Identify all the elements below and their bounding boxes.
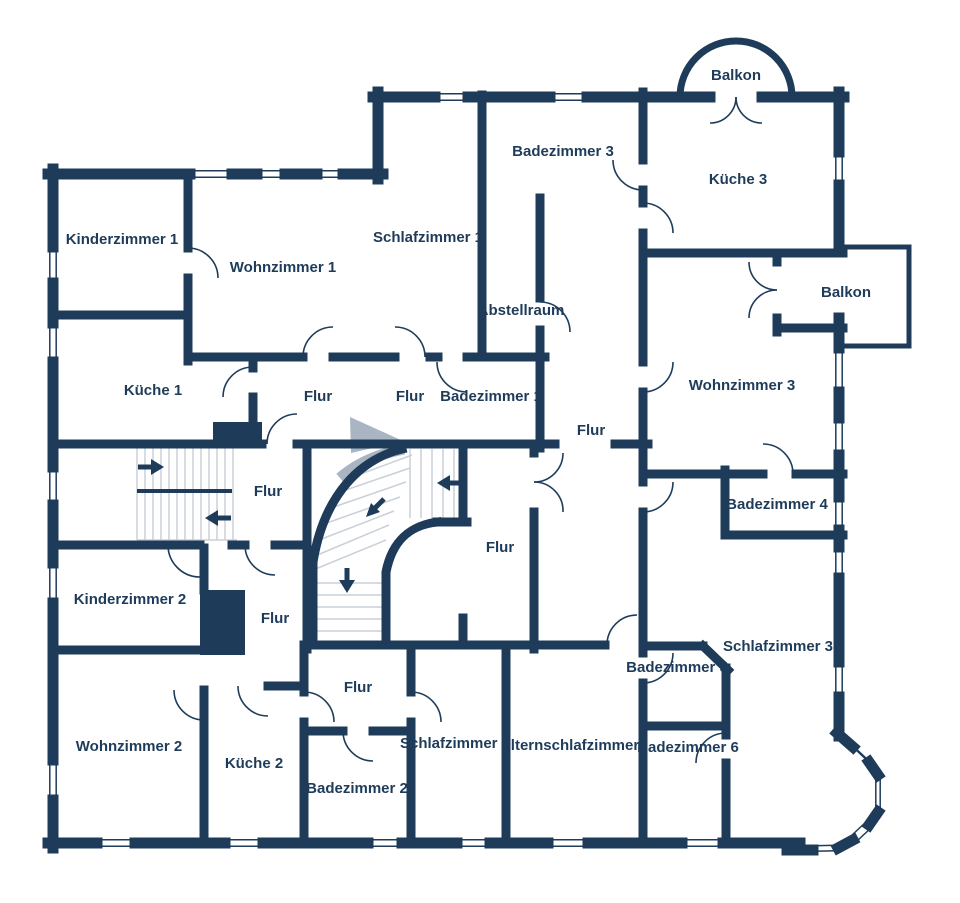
room-label-schlafzimmer-1: Schlafzimmer 1 xyxy=(373,229,483,246)
staircase-curved-treads xyxy=(312,449,455,632)
room-label-badezimmer-4: Badezimmer 4 xyxy=(726,496,828,513)
room-label-kinderzimmer-1: Kinderzimmer 1 xyxy=(66,231,179,248)
stair-arrow-west-icon xyxy=(205,510,231,526)
stair-arrow-southwest-icon xyxy=(366,497,386,517)
room-label-flur-eingang-ost: Flur xyxy=(396,388,424,405)
stair-direction-arrows xyxy=(138,459,463,593)
room-label-kinderzimmer-2: Kinderzimmer 2 xyxy=(74,591,187,608)
room-label-badezimmer-6: Badezimmer 6 xyxy=(637,739,739,756)
room-label-badezimmer-5: Badezimmer 5 xyxy=(626,659,728,676)
chimney-blocks xyxy=(200,422,262,655)
room-label-schlafzimmer-3: Schlafzimmer 3 xyxy=(723,638,833,655)
door-arcs xyxy=(167,96,794,764)
balcony-east-outline xyxy=(836,244,912,349)
room-label-kueche-1: Küche 1 xyxy=(124,382,182,399)
room-label-wohnzimmer-2: Wohnzimmer 2 xyxy=(76,738,182,755)
staircase-straight-treads xyxy=(136,448,237,541)
room-label-abstellraum: Abstellraum xyxy=(478,302,565,319)
stair-arrow-south-icon xyxy=(339,568,355,593)
room-label-wohnzimmer-3: Wohnzimmer 3 xyxy=(689,377,795,394)
interior-walls xyxy=(48,87,848,848)
room-label-balkon-nord: Balkon xyxy=(711,67,761,84)
room-label-flur-treppe-oben: Flur xyxy=(254,483,282,500)
room-label-badezimmer-3: Badezimmer 3 xyxy=(512,143,614,160)
room-label-flur-treppe-unten: Flur xyxy=(261,610,289,627)
room-label-badezimmer-2: Badezimmer 2 xyxy=(306,780,408,797)
room-label-flur-mitte: Flur xyxy=(486,539,514,556)
room-label-schlafzimmer-2: Schlafzimmer 2 xyxy=(400,735,510,752)
room-label-kueche-3: Küche 3 xyxy=(709,171,767,188)
room-label-flur-eingang-west: Flur xyxy=(304,388,332,405)
outer-walls xyxy=(42,86,886,856)
balcony-north-outline xyxy=(676,37,796,98)
stair-arrow-west2-icon xyxy=(437,475,463,491)
room-label-kueche-2: Küche 2 xyxy=(225,755,283,772)
room-label-wohnzimmer-1: Wohnzimmer 1 xyxy=(230,259,336,276)
stair-arrow-east-icon xyxy=(138,459,164,475)
room-label-badezimmer-1: Badezimmer 1 xyxy=(440,388,542,405)
room-label-elternschlafzimmer: Elternschlafzimmer xyxy=(501,737,640,754)
room-label-balkon-ost: Balkon xyxy=(821,284,871,301)
windows xyxy=(49,93,881,852)
room-label-flur-zentral: Flur xyxy=(577,422,605,439)
room-label-flur-sued: Flur xyxy=(344,679,372,696)
